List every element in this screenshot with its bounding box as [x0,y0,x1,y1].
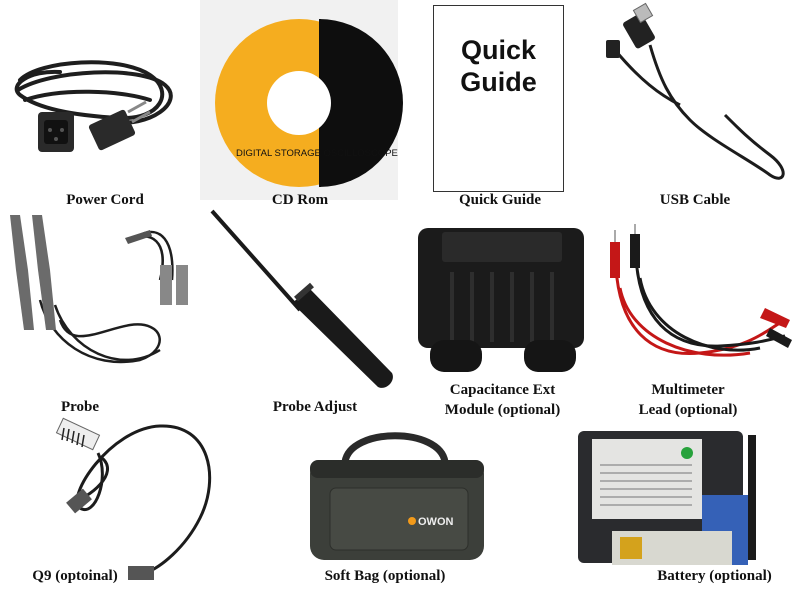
soft-bag-image: OWON [310,432,484,560]
quick-guide-booklet: Quick Guide [433,5,564,192]
probe-adjust-image [210,209,393,388]
probe-adjust-label: Probe Adjust [272,399,358,415]
book-title-line1: Quick [460,35,537,65]
battery-image [578,431,756,565]
probe-image [10,215,188,364]
capacitance-label: Capacitance Ext Module (optional) [425,380,580,420]
cd-ring-text: DIGITAL STORAGE OSCILLOSCOPE [236,148,398,159]
plug-icon [38,112,74,152]
quick-guide-label: Quick Guide [458,192,542,208]
capacitance-label-line2: Module (optional) [444,402,561,418]
power-cord-label: Power Cord [66,192,144,208]
usb-cable-label: USB Cable [659,192,731,208]
q9-cable-image [55,417,212,580]
capacitance-module-image [418,228,584,372]
multimeter-label-line1: Multimeter [651,382,725,398]
book-title-line2: Guide [460,67,537,97]
cd-rom-label: CD Rom [271,192,329,208]
bag-logo-text: OWON [418,516,453,528]
quick-guide-title: Quick Guide [434,34,563,98]
capacitance-label-line1: Capacitance Ext [449,382,556,398]
battery-label: Battery (optional) [657,568,772,584]
cd-disc-image: DIGITAL STORAGE OSCILLOSCOPE [215,19,403,187]
probe-label: Probe [60,399,100,415]
q9-label: Q9 (optoinal) [32,568,118,584]
power-cord-image [14,60,173,152]
usb-cable-image [606,2,785,180]
soft-bag-label: Soft Bag (optional) [324,568,446,584]
usb-plug-icon [623,2,655,49]
multimeter-label-line2: Lead (optional) [638,402,738,418]
multimeter-lead-image [610,224,792,357]
multimeter-label: Multimeter Lead (optional) [618,380,758,420]
